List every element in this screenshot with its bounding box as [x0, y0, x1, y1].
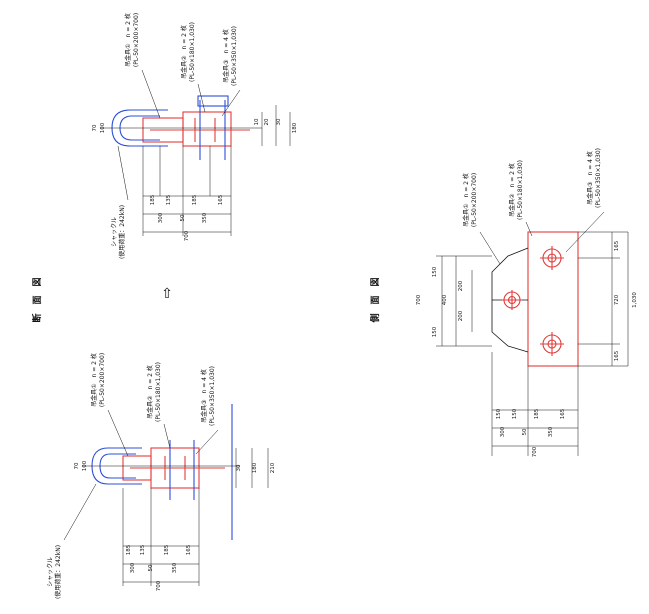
side-view-title: 側 面 図	[369, 277, 381, 323]
side-view	[436, 231, 629, 456]
label-lower-plate-a-2: (PL-50×200×700)	[99, 353, 106, 407]
dim-side-50: 50	[522, 428, 528, 435]
dim-side-350: 350	[548, 426, 554, 437]
direction-arrow-icon: ⇧	[161, 286, 173, 302]
label-upper-plate-c-2: (PL-50×350×1,030)	[231, 26, 238, 86]
dim-upper-30: 30	[276, 118, 282, 125]
label-lower-shackle-2: (使用荷重：242kN)	[54, 545, 62, 599]
dim-side-700: 700	[416, 294, 422, 305]
dim-side-200a: 200	[458, 280, 464, 291]
label-side-plate-c-1: 吊金具③ n = 4 枚	[586, 151, 594, 205]
dim-lower-700: 700	[156, 580, 162, 591]
label-upper-plate-b-2: (PL-50×180×1,030)	[189, 22, 196, 82]
dim-upper-10: 10	[254, 118, 260, 125]
dim-lower-165: 165	[186, 544, 192, 555]
label-upper-shackle-1: シャックル	[111, 217, 118, 247]
dim-side-150a: 150	[432, 266, 438, 277]
dim-upper-185a: 185	[150, 194, 156, 205]
dim-upper-350: 350	[202, 212, 208, 223]
dim-lower-30: 30	[236, 464, 242, 471]
dim-upper-50: 50	[180, 214, 186, 221]
dim-upper-70: 70	[92, 124, 98, 131]
dim-side-150b: 150	[432, 326, 438, 337]
dim-side-200b: 200	[458, 310, 464, 321]
section-view-lower	[82, 404, 269, 586]
dim-upper-100: 100	[100, 122, 106, 133]
dim-side-165b: 165	[614, 350, 620, 361]
label-side-plate-a-1: 吊金具① n = 2 枚	[462, 173, 470, 227]
dim-upper-300: 300	[158, 212, 164, 223]
dim-lower-210: 210	[270, 462, 276, 473]
dim-lower-300: 300	[130, 562, 136, 573]
dim-side-150d: 150	[512, 408, 518, 419]
leader-lines	[63, 69, 605, 541]
dim-lower-185a: 185	[126, 544, 132, 555]
dim-side-1030: 1,030	[632, 292, 638, 308]
dim-side-300: 300	[500, 426, 506, 437]
label-side-plate-c-2: (PL-50×350×1,030)	[595, 148, 602, 208]
dim-lower-70: 70	[74, 462, 80, 469]
dim-side-700b: 700	[532, 446, 538, 457]
dim-lower-180: 180	[252, 462, 258, 473]
dim-upper-700: 700	[184, 230, 190, 241]
label-side-plate-b-1: 吊金具② n = 2 枚	[508, 163, 516, 217]
dim-side-400: 400	[442, 294, 448, 305]
label-lower-plate-b-1: 吊金具② n = 2 枚	[146, 365, 154, 419]
label-upper-plate-c-1: 吊金具③ n = 4 枚	[222, 29, 230, 83]
dim-side-150c: 150	[496, 408, 502, 419]
label-upper-plate-b-1: 吊金具② n = 2 枚	[180, 25, 188, 79]
dim-upper-165: 165	[218, 194, 224, 205]
dim-lower-135: 135	[140, 544, 146, 555]
label-upper-plate-a-1: 吊金具① n = 2 枚	[124, 13, 132, 67]
label-lower-plate-c-2: (PL-50×350×1,030)	[209, 366, 216, 426]
dim-side-165a: 165	[614, 240, 620, 251]
label-lower-plate-a-1: 吊金具① n = 2 枚	[90, 353, 98, 407]
label-lower-plate-b-2: (PL-50×180×1,030)	[155, 362, 162, 422]
dim-side-185: 185	[534, 408, 540, 419]
label-lower-shackle-1: シャックル	[47, 557, 54, 587]
dim-upper-20: 20	[264, 118, 270, 125]
label-lower-plate-c-1: 吊金具③ n = 4 枚	[200, 369, 208, 423]
dim-side-720: 720	[614, 294, 620, 305]
dim-upper-185b: 185	[192, 194, 198, 205]
dim-upper-180: 180	[292, 122, 298, 133]
dim-lower-50: 50	[148, 564, 154, 571]
section-view-title: 断 面 図	[31, 277, 43, 322]
label-upper-shackle-2: (使用荷重：242kN)	[118, 205, 126, 259]
section-view-upper	[100, 95, 291, 236]
label-side-plate-b-2: (PL-50×180×1,030)	[517, 160, 524, 220]
dim-lower-100: 100	[82, 460, 88, 471]
dim-side-165c: 165	[560, 408, 566, 419]
dim-upper-135: 135	[166, 194, 172, 205]
label-side-plate-a-2: (PL-50×200×700)	[471, 173, 478, 227]
label-upper-plate-a-2: (PL-50×200×700)	[133, 13, 140, 67]
dim-lower-185b: 185	[164, 544, 170, 555]
dim-lower-350: 350	[172, 562, 178, 573]
